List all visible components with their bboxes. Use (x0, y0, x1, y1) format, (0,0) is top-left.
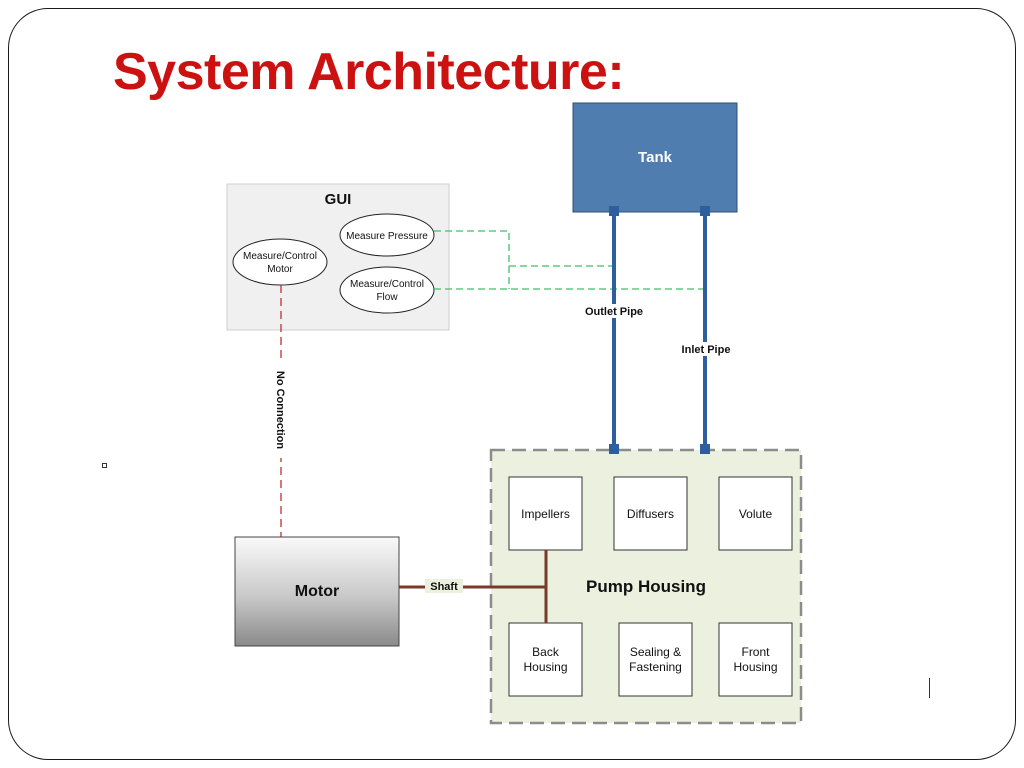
measure-control-motor-label-line2: Motor (267, 264, 293, 275)
front-housing-label-line2: Housing (733, 660, 777, 674)
pump-housing-label: Pump Housing (586, 577, 706, 596)
diffusers-label: Diffusers (627, 507, 674, 521)
tank-label: Tank (638, 149, 673, 166)
inlet-pipe: Inlet Pipe (676, 206, 736, 454)
measure-control-flow-label-line2: Flow (376, 292, 398, 303)
back-housing-box: Back Housing (508, 622, 583, 697)
impellers-label: Impellers (521, 507, 570, 521)
back-housing-label-line2: Housing (523, 660, 567, 674)
diffusers-box: Diffusers (613, 476, 688, 551)
edge-mark (929, 678, 930, 698)
sealing-fastening-label-line2: Fastening (629, 660, 682, 674)
motor-block: Motor (234, 536, 400, 647)
no-connection-link: No Connection (274, 285, 288, 537)
measure-control-flow-node: Measure/Control Flow (339, 266, 435, 314)
tank-block: Tank (572, 102, 738, 213)
impellers-box: Impellers (508, 476, 583, 551)
bullet-marker (102, 463, 107, 468)
back-housing-label-line1: Back (532, 645, 560, 659)
sealing-fastening-box: Sealing & Fastening (618, 622, 693, 697)
no-connection-label: No Connection (274, 371, 286, 449)
outlet-pipe: Outlet Pipe (578, 206, 650, 454)
front-housing-label-line1: Front (741, 645, 770, 659)
sealing-fastening-label-line1: Sealing & (630, 645, 681, 659)
measure-control-motor-label-line1: Measure/Control (243, 251, 317, 262)
inlet-pipe-label: Inlet Pipe (682, 344, 731, 356)
shaft-label-bg (425, 579, 463, 593)
measure-control-motor-node: Measure/Control Motor (232, 238, 328, 286)
measure-pressure-label: Measure Pressure (346, 231, 428, 242)
motor-label: Motor (295, 583, 339, 600)
measure-pressure-node: Measure Pressure (339, 213, 435, 257)
volute-label: Volute (739, 507, 773, 521)
gui-label: GUI (325, 191, 352, 208)
measure-control-flow-label-line1: Measure/Control (350, 279, 424, 290)
outlet-pipe-label: Outlet Pipe (585, 306, 643, 318)
sensor-data-links (434, 230, 704, 290)
shaft-link (399, 550, 548, 623)
volute-box: Volute (718, 476, 793, 551)
slide-title: System Architecture: (113, 43, 625, 101)
pressure-link (434, 230, 510, 289)
shaft-label: Shaft (430, 581, 458, 593)
front-housing-box: Front Housing (718, 622, 793, 697)
gui-panel: GUI Measure Pressure Measure/Control Mot… (226, 183, 450, 331)
